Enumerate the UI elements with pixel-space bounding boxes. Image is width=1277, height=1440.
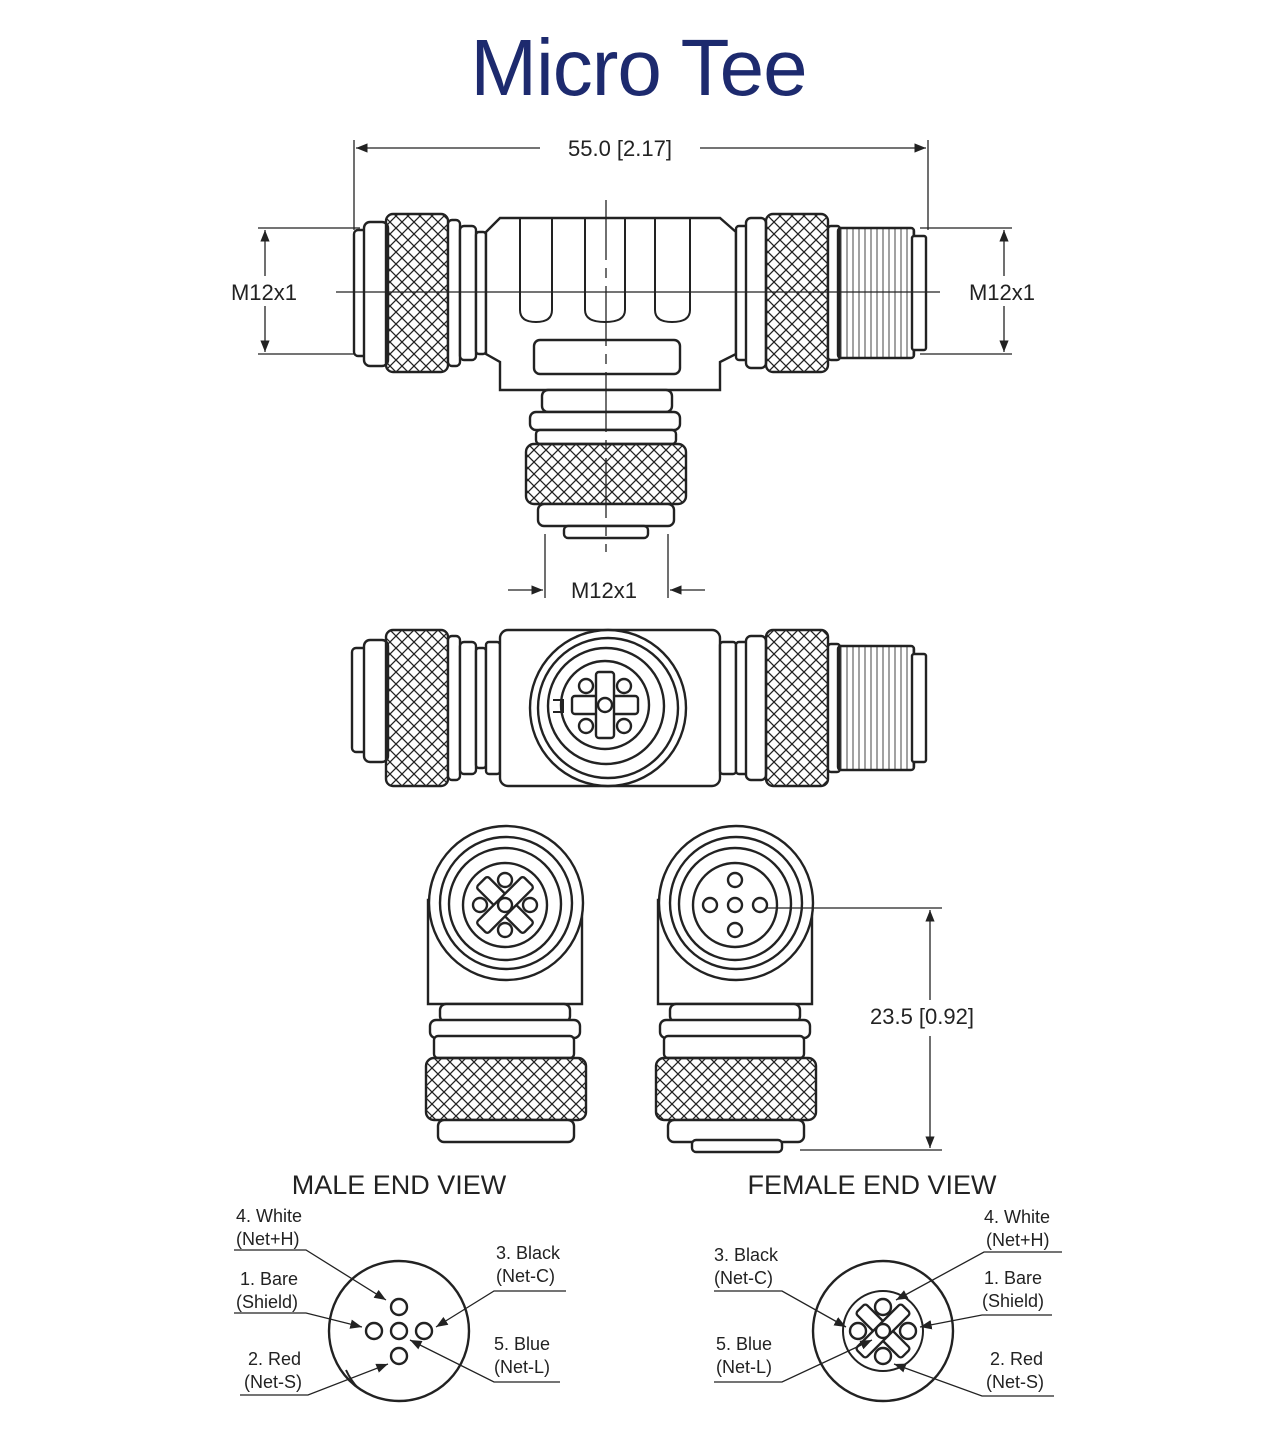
male-pin2-net: (Net-S) [244,1372,302,1392]
female-pin4-net: (Net+H) [986,1230,1050,1250]
female-pin2-label: 2. Red [990,1349,1043,1369]
male-pin2-label: 2. Red [248,1349,301,1369]
bottom-thread-label: M12x1 [571,578,637,603]
female-pin1-label: 1. Bare [984,1268,1042,1288]
male-pin3-net: (Net-C) [496,1266,555,1286]
overall-length-label: 55.0 [2.17] [568,136,672,161]
female-end-view [714,1251,1062,1403]
page-title: Micro Tee [470,23,807,112]
female-pin5-net: (Net-L) [716,1357,772,1377]
side-view-male [424,824,588,1144]
left-thread-label: M12x1 [231,280,297,305]
side-view-female [654,824,942,1154]
male-pin5-net: (Net-L) [494,1357,550,1377]
male-end-view [234,1249,566,1403]
female-pin5-label: 5. Blue [716,1334,772,1354]
female-pin3-net: (Net-C) [714,1268,773,1288]
female-pin2-net: (Net-S) [986,1372,1044,1392]
male-pin4-net: (Net+H) [236,1229,300,1249]
female-end-view-heading: FEMALE END VIEW [747,1170,997,1200]
male-pin1-net: (Shield) [236,1292,298,1312]
right-thread-label: M12x1 [969,280,1035,305]
female-pin1-net: (Shield) [982,1291,1044,1311]
height-label: 23.5 [0.92] [870,1004,974,1029]
male-pin3-label: 3. Black [496,1243,561,1263]
front-view [350,628,928,788]
female-pin4-label: 4. White [984,1207,1050,1227]
female-pin3-label: 3. Black [714,1245,779,1265]
male-end-view-heading: MALE END VIEW [292,1170,507,1200]
top-view: 55.0 [2.17] M12x1 M12x1 [231,136,1035,603]
male-pin5-label: 5. Blue [494,1334,550,1354]
male-pin4-label: 4. White [236,1206,302,1226]
male-pin1-label: 1. Bare [240,1269,298,1289]
